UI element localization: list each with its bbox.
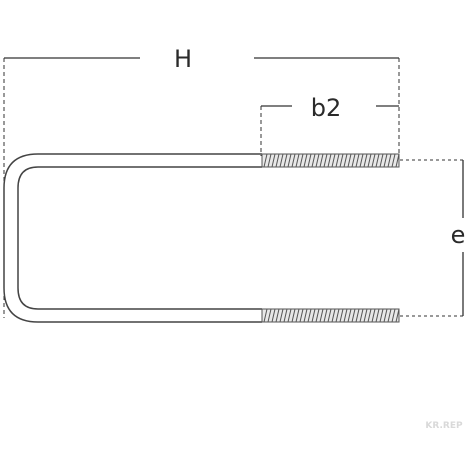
thread-ridge	[287, 308, 292, 323]
thread-ridge	[363, 153, 368, 168]
thread-ridge	[395, 308, 400, 323]
thread-ridge	[291, 308, 296, 323]
thread-ridge	[311, 153, 316, 168]
thread-ridge	[335, 308, 340, 323]
thread-ridge	[303, 308, 308, 323]
thread-ridge	[375, 153, 380, 168]
thread-ridge	[343, 308, 348, 323]
thread-ridge	[279, 308, 284, 323]
thread-ridge	[387, 308, 392, 323]
thread-ridge	[263, 153, 268, 168]
thread-ridge	[271, 153, 276, 168]
u-bolt	[3, 153, 400, 323]
top-thread-ridges	[263, 153, 400, 168]
thread-ridge	[347, 308, 352, 323]
thread-ridge	[391, 308, 396, 323]
thread-ridge	[391, 153, 396, 168]
thread-ridge	[283, 153, 288, 168]
dimension-h-label: H	[174, 45, 192, 73]
thread-ridge	[267, 308, 272, 323]
thread-ridge	[375, 308, 380, 323]
thread-ridge	[303, 153, 308, 168]
thread-ridge	[367, 308, 372, 323]
thread-ridge	[339, 153, 344, 168]
thread-ridge	[295, 153, 300, 168]
thread-ridge	[315, 153, 320, 168]
dimension-b2: b2	[260, 94, 399, 156]
thread-ridge	[359, 153, 364, 168]
dimension-b2-label: b2	[311, 94, 342, 122]
thread-ridge	[291, 153, 296, 168]
thread-ridge	[343, 153, 348, 168]
thread-ridge	[351, 153, 356, 168]
thread-ridge	[351, 308, 356, 323]
thread-ridge	[287, 153, 292, 168]
thread-ridge	[331, 308, 336, 323]
thread-ridge	[383, 308, 388, 323]
thread-ridge	[383, 153, 388, 168]
thread-ridge	[339, 308, 344, 323]
thread-ridge	[275, 153, 280, 168]
thread-ridge	[319, 308, 324, 323]
thread-ridge	[395, 153, 400, 168]
dimension-e-label: e	[451, 221, 466, 249]
thread-ridge	[347, 153, 352, 168]
thread-ridge	[379, 308, 384, 323]
thread-ridge	[323, 308, 328, 323]
thread-ridge	[295, 308, 300, 323]
thread-ridge	[335, 153, 340, 168]
thread-ridge	[327, 153, 332, 168]
thread-ridge	[299, 308, 304, 323]
thread-ridge	[267, 153, 272, 168]
thread-ridge	[379, 153, 384, 168]
thread-ridge	[279, 153, 284, 168]
watermark: KR.REP	[425, 421, 463, 431]
thread-ridge	[327, 308, 332, 323]
thread-ridge	[315, 308, 320, 323]
thread-ridge	[283, 308, 288, 323]
thread-ridge	[371, 308, 376, 323]
thread-ridge	[307, 153, 312, 168]
u-bolt-inner-edge	[17, 166, 262, 310]
u-bolt-outer-edge	[3, 153, 262, 323]
thread-ridge	[363, 308, 368, 323]
thread-ridge	[367, 153, 372, 168]
thread-ridge	[299, 153, 304, 168]
thread-ridge	[311, 308, 316, 323]
dimension-h: H	[3, 45, 400, 318]
thread-ridge	[271, 308, 276, 323]
dimension-e: e	[400, 159, 466, 317]
thread-ridge	[323, 153, 328, 168]
thread-ridge	[331, 153, 336, 168]
thread-ridge	[275, 308, 280, 323]
thread-ridge	[371, 153, 376, 168]
thread-ridge	[387, 153, 392, 168]
thread-ridge	[263, 308, 268, 323]
thread-ridge	[359, 308, 364, 323]
thread-ridge	[355, 153, 360, 168]
bottom-thread-ridges	[263, 308, 400, 323]
thread-ridge	[355, 308, 360, 323]
thread-ridge	[319, 153, 324, 168]
thread-ridge	[307, 308, 312, 323]
